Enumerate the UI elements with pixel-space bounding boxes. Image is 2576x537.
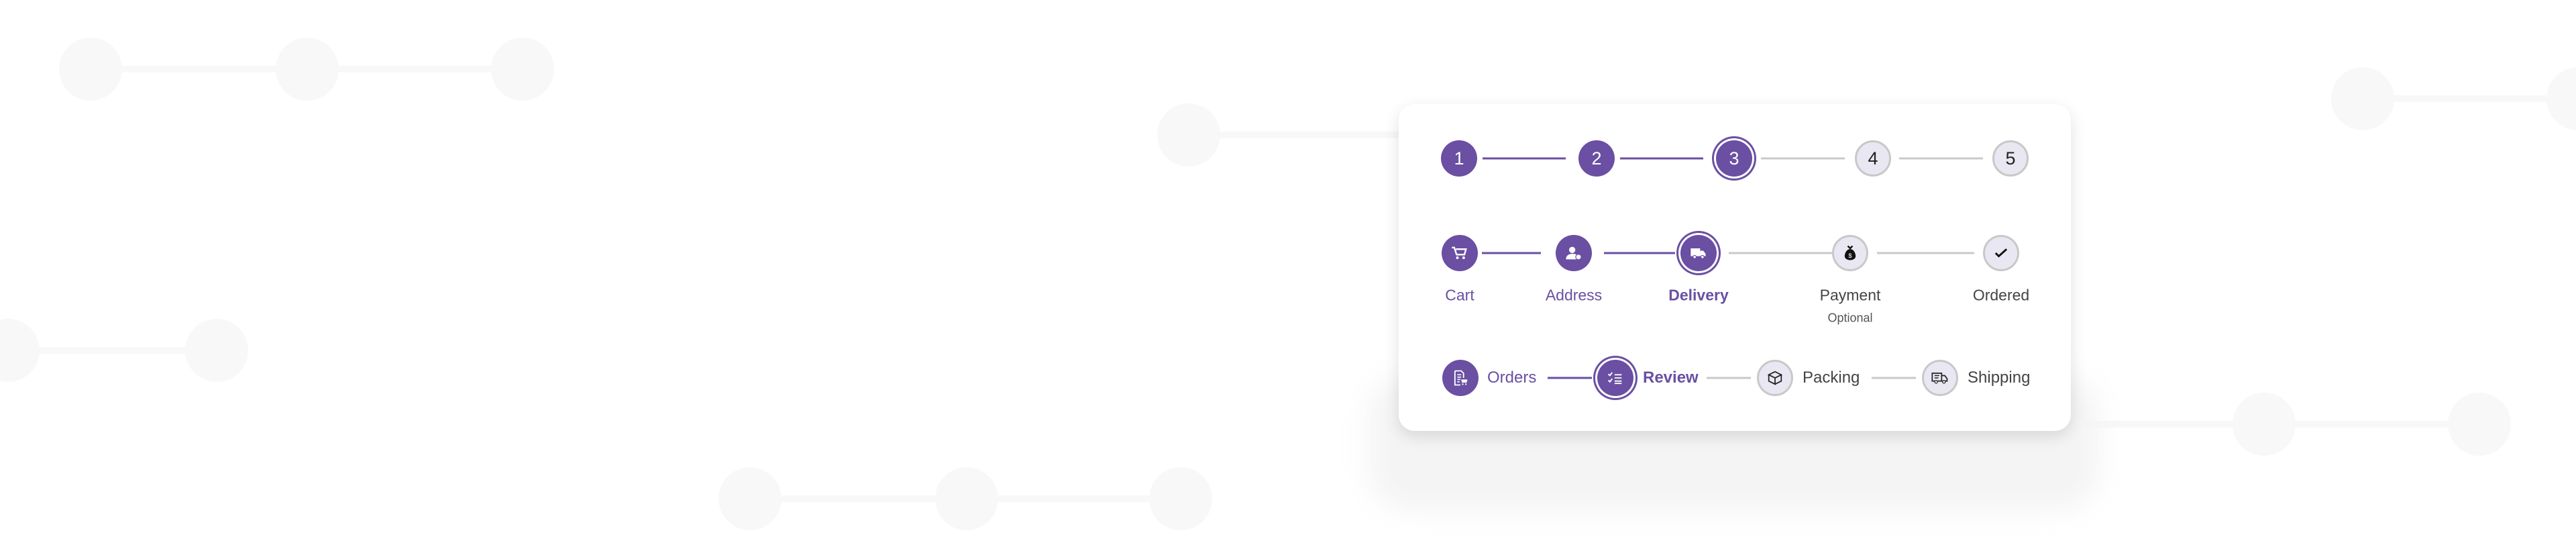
checklist-icon	[1607, 372, 1622, 385]
box-icon	[1767, 371, 1783, 385]
label-review: Review	[1643, 369, 1699, 387]
label-shipping: Shipping	[1968, 369, 2031, 387]
label-cart: Cart	[1445, 286, 1474, 304]
order-list-icon	[1454, 370, 1468, 386]
step-orders[interactable]	[1442, 360, 1479, 396]
check-icon	[1994, 248, 2008, 258]
step-1[interactable]: 1	[1441, 140, 1477, 177]
step-cart[interactable]	[1442, 235, 1478, 271]
stepper-card: 1 2 3 4 5 $ Cart Address Delivery Paymen…	[1399, 104, 2071, 431]
step-review[interactable]	[1597, 360, 1633, 396]
step-delivery[interactable]	[1680, 235, 1717, 271]
step-2[interactable]: 2	[1578, 140, 1615, 177]
label-address: Address	[1545, 286, 1603, 304]
step-ordered[interactable]	[1983, 235, 2019, 271]
cart-icon	[1452, 246, 1467, 259]
connector	[1482, 252, 1541, 254]
label-ordered: Ordered	[1972, 286, 2030, 304]
connector	[1604, 252, 1675, 254]
connector	[1872, 377, 1916, 379]
connector	[1899, 157, 1983, 160]
truck-icon	[1690, 248, 1706, 259]
step-4[interactable]: 4	[1855, 140, 1891, 177]
step-packing[interactable]	[1757, 360, 1793, 396]
step-shipping[interactable]	[1922, 360, 1958, 396]
label-payment: Payment	[1819, 286, 1881, 304]
label-orders: Orders	[1487, 369, 1537, 387]
svg-text:$: $	[1848, 252, 1852, 259]
connector	[1707, 377, 1751, 379]
step-address[interactable]	[1556, 235, 1592, 271]
connector	[1761, 157, 1845, 160]
shipping-truck-icon	[1931, 373, 1948, 384]
connector	[1877, 252, 1974, 254]
label-optional: Optional	[1827, 311, 1873, 325]
connector	[1548, 377, 1592, 379]
money-bag-icon: $	[1844, 245, 1856, 260]
step-5[interactable]: 5	[1992, 140, 2029, 177]
connector	[1483, 157, 1566, 160]
connector	[1620, 157, 1703, 160]
label-delivery: Delivery	[1668, 286, 1729, 304]
step-payment[interactable]: $	[1832, 235, 1868, 271]
label-packing: Packing	[1803, 369, 1860, 387]
connector	[1729, 252, 1849, 254]
step-3[interactable]: 3	[1716, 140, 1752, 177]
user-edit-icon	[1566, 246, 1582, 260]
